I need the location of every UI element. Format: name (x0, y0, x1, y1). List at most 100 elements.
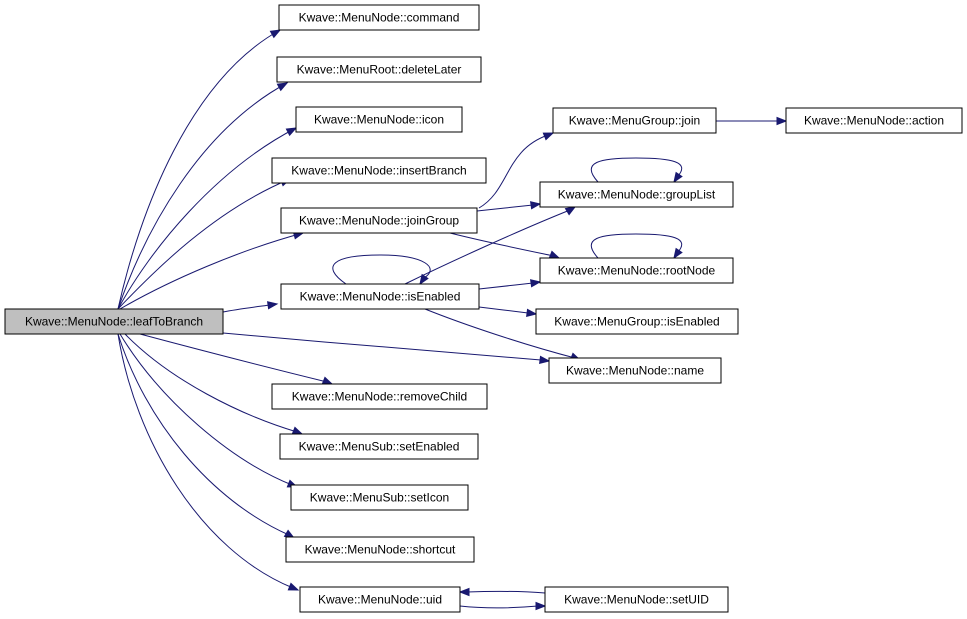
edge-line (449, 232, 560, 259)
node-box (4, 308, 224, 335)
edge-joinGroup-to-rootNode (449, 232, 561, 259)
node-label: Kwave::MenuNode::joinGroup (299, 214, 459, 228)
edge-setUID-to-uid (458, 587, 546, 597)
node-groupIsEnabled[interactable]: Kwave::MenuGroup::isEnabled (535, 308, 739, 335)
arrowhead-icon (535, 601, 547, 611)
edge-leafToBranch-to-subSetIcon (119, 333, 299, 488)
edge-groupJoin-to-action (715, 116, 788, 126)
edge-joinGroup-to-groupJoin (478, 132, 555, 209)
edge-line (222, 332, 550, 362)
edge-isEnabled-to-rootNode (478, 279, 542, 290)
node-box (552, 107, 717, 134)
arrowhead-icon (458, 587, 470, 597)
edge-line (117, 178, 291, 310)
edge-leafToBranch-to-name (222, 332, 551, 365)
node-label: Kwave::MenuNode::command (299, 11, 460, 25)
edge-isEnabled-to-groupIsEnabled (478, 306, 538, 318)
arrowhead-icon (321, 376, 334, 385)
node-label: Kwave::MenuNode::groupList (558, 188, 716, 202)
edge-groupList-to-groupList (590, 157, 683, 184)
node-label: Kwave::MenuNode::icon (314, 113, 444, 127)
arrowhead-icon (673, 247, 683, 260)
node-name[interactable]: Kwave::MenuNode::name (548, 357, 722, 384)
node-label: Kwave::MenuNode::setUID (564, 593, 709, 607)
edge-line (590, 233, 683, 259)
arrowhead-icon (526, 308, 538, 318)
arrowhead-icon (529, 279, 542, 288)
node-isEnabled[interactable]: Kwave::MenuNode::isEnabled (280, 283, 480, 310)
node-label: Kwave::MenuNode::leafToBranch (25, 315, 203, 329)
node-joinGroup[interactable]: Kwave::MenuNode::joinGroup (280, 207, 478, 234)
arrowhead-icon (269, 29, 282, 39)
node-box (785, 107, 963, 134)
node-label: Kwave::MenuNode::isEnabled (300, 290, 461, 304)
node-groupJoin[interactable]: Kwave::MenuGroup::join (552, 107, 717, 134)
arrowhead-icon (266, 301, 279, 310)
edge-leafToBranch-to-icon (117, 127, 298, 310)
node-deleteLater[interactable]: Kwave::MenuRoot::deleteLater (276, 56, 482, 83)
node-icon[interactable]: Kwave::MenuNode::icon (295, 106, 463, 133)
node-uid[interactable]: Kwave::MenuNode::uid (299, 586, 461, 613)
node-label: Kwave::MenuNode::name (566, 364, 704, 378)
edge-line (476, 203, 541, 212)
node-box (271, 157, 487, 184)
arrowhead-icon (276, 82, 289, 92)
node-label: Kwave::MenuNode::uid (318, 593, 442, 607)
node-groupList[interactable]: Kwave::MenuNode::groupList (539, 181, 734, 208)
edge-line (124, 333, 303, 435)
edge-leafToBranch-to-isEnabled (222, 301, 279, 313)
node-action[interactable]: Kwave::MenuNode::action (785, 107, 963, 134)
edge-leafToBranch-to-uid (117, 333, 300, 591)
node-leafToBranch[interactable]: Kwave::MenuNode::leafToBranch (4, 308, 224, 335)
node-box (295, 106, 463, 133)
node-shortcut[interactable]: Kwave::MenuNode::shortcut (285, 536, 475, 563)
arrowhead-icon (564, 206, 577, 216)
node-box (276, 56, 482, 83)
node-box (271, 383, 488, 410)
node-command[interactable]: Kwave::MenuNode::command (278, 4, 480, 31)
edge-line (117, 29, 281, 310)
edge-line (139, 333, 333, 385)
node-box (280, 207, 478, 234)
arrowhead-icon (287, 582, 300, 591)
arrowhead-icon (776, 116, 788, 126)
edge-leafToBranch-to-command (117, 29, 282, 310)
arrowhead-icon (548, 250, 561, 259)
edge-line (332, 254, 431, 285)
node-insertBranch[interactable]: Kwave::MenuNode::insertBranch (271, 157, 487, 184)
arrowhead-icon (529, 201, 542, 210)
edge-uid-to-setUID (459, 601, 547, 611)
edge-line (119, 333, 298, 488)
edge-leafToBranch-to-shortcut (117, 333, 296, 539)
node-box (280, 283, 480, 310)
edge-leafToBranch-to-insertBranch (117, 178, 292, 310)
edge-line (404, 206, 576, 285)
node-removeChild[interactable]: Kwave::MenuNode::removeChild (271, 383, 488, 410)
node-label: Kwave::MenuGroup::join (569, 114, 700, 128)
edge-line (117, 333, 299, 591)
edge-line (117, 82, 288, 310)
node-label: Kwave::MenuSub::setEnabled (299, 440, 460, 454)
node-subSetIcon[interactable]: Kwave::MenuSub::setIcon (290, 484, 469, 511)
edge-leafToBranch-to-joinGroup (119, 231, 305, 310)
node-subSetEnabled[interactable]: Kwave::MenuSub::setEnabled (279, 433, 479, 460)
edge-line (460, 590, 546, 594)
node-box (548, 357, 722, 384)
arrowhead-icon (285, 127, 298, 137)
edge-line (119, 232, 304, 310)
node-box (278, 4, 480, 31)
node-box (279, 433, 479, 460)
edge-leafToBranch-to-deleteLater (117, 82, 289, 310)
arrowhead-icon (542, 132, 555, 141)
edge-isEnabled-to-isEnabled (332, 254, 431, 286)
edge-leafToBranch-to-removeChild (139, 333, 334, 385)
node-box (290, 484, 469, 511)
node-box (539, 181, 734, 208)
node-box (285, 536, 475, 563)
node-setUID[interactable]: Kwave::MenuNode::setUID (544, 586, 729, 613)
node-rootNode[interactable]: Kwave::MenuNode::rootNode (539, 257, 734, 284)
edge-line (424, 308, 581, 361)
node-box (535, 308, 739, 335)
edge-line (478, 132, 554, 209)
